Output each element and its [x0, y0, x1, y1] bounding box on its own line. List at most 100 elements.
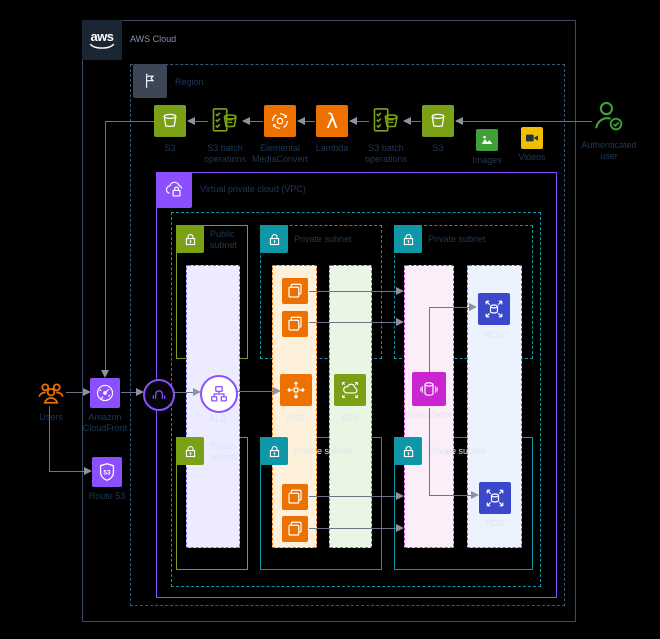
- efs-label: EFS: [341, 413, 359, 423]
- arrowhead-into-alb: [193, 388, 201, 396]
- arrowhead-into-igw: [136, 388, 144, 396]
- connector-cloudfront-igw: [121, 392, 140, 393]
- arrowhead-into-route53: [84, 467, 92, 475]
- private-subnet-2-top-lock-icon: [394, 225, 422, 253]
- elasticache-icon: [412, 372, 446, 406]
- private-subnet-2-bottom-label: Private subnet: [428, 446, 486, 456]
- asg-label: ASG: [286, 413, 306, 423]
- lambda-glyph: λ: [326, 109, 338, 133]
- aws-cloud-label: AWS Cloud: [130, 34, 177, 44]
- private-subnet-1-top-box: [260, 225, 382, 359]
- connector-batchin-lambda: [350, 121, 369, 122]
- s3-bucket-output-icon: [154, 105, 186, 137]
- s3-batch-output-label: S3 batch operations: [203, 143, 247, 164]
- arrowhead-cache-bottom-2: [396, 524, 404, 532]
- asg-icon: [280, 374, 312, 406]
- connector-igw-alb: [173, 392, 197, 393]
- cloudfront-label: Amazon CloudFront: [82, 412, 128, 433]
- arrowhead-into-lambda: [349, 117, 357, 125]
- arrowhead-into-batch-out: [242, 117, 250, 125]
- connector-users-cloudfront: [66, 392, 87, 393]
- images-icon: [476, 129, 498, 151]
- connector-elasticache-rds-bottom-v: [429, 408, 430, 496]
- arrowhead-into-s3-out: [187, 117, 195, 125]
- arrowhead-cache-bottom-1: [396, 492, 404, 500]
- private-subnet-2-bottom-lock-icon: [394, 437, 422, 465]
- mediaconvert-label: Elemental MediaConvert: [251, 143, 309, 164]
- region-group: [130, 64, 565, 606]
- s3-output-label: S3: [164, 143, 176, 153]
- private-subnet-1-bottom-label: Private subnet: [294, 446, 352, 456]
- videos-label: Videos: [518, 152, 546, 162]
- arrowhead-into-mediaconvert: [297, 117, 305, 125]
- s3-batch-operations-input-icon: [370, 105, 402, 137]
- connector-user-s3in: [456, 121, 592, 122]
- route53-icon: 53: [92, 457, 122, 487]
- arrowhead-into-batch-in: [403, 117, 411, 125]
- private-subnet-2-top-box: [394, 225, 533, 359]
- connector-batchout-s3: [188, 121, 208, 122]
- rds-standby-icon: [479, 482, 511, 514]
- s3-batch-operations-output-icon: [209, 105, 241, 137]
- mediaconvert-icon: [264, 105, 296, 137]
- arrowhead-into-cloudfront: [101, 370, 109, 378]
- alb-icon: [200, 375, 238, 413]
- connector-s3-to-cloudfront-h: [105, 121, 154, 122]
- lambda-icon: λ: [316, 105, 348, 137]
- public-subnet-bottom-label: Public subnet: [210, 441, 238, 462]
- public-subnet-bottom-lock-icon: [176, 437, 204, 465]
- rds-primary-icon: [478, 293, 510, 325]
- private-subnet-2-bottom-box: [394, 437, 533, 570]
- vpc-icon: [156, 172, 192, 208]
- aws-cloud-group: [82, 20, 576, 622]
- connector-ec2-elasticache-bottom-2: [309, 528, 401, 529]
- private-subnet-1-top-label: Private subnet: [294, 234, 352, 244]
- users-icon: [36, 380, 66, 412]
- arrowhead-into-rds-bottom: [471, 491, 479, 499]
- connector-ec2-elasticache-top-1: [309, 291, 401, 292]
- connector-mc-batchout: [243, 121, 263, 122]
- arrowhead-cache-top-2: [396, 318, 404, 326]
- images-label: Images: [472, 155, 502, 165]
- arrowhead-into-asg: [273, 387, 281, 395]
- vpc-label: Virtual private cloud (VPC): [200, 184, 306, 194]
- ec2-instance-icon: [282, 484, 308, 510]
- authenticated-user-icon: [592, 98, 624, 139]
- private-subnet-2-top-label: Private subnet: [428, 234, 486, 244]
- s3-bucket-input-icon: [422, 105, 454, 137]
- s3-input-label: S3: [432, 143, 444, 153]
- ec2-instance-icon: [282, 311, 308, 337]
- public-subnet-top-label: Public subnet: [210, 229, 238, 250]
- connector-s3-to-cloudfront-v: [105, 121, 106, 373]
- private-subnet-1-bottom-lock-icon: [260, 437, 288, 465]
- aws-logo-text: aws: [90, 29, 114, 44]
- svg-text:53: 53: [103, 470, 111, 477]
- region-label: Region: [175, 77, 204, 87]
- connector-users-route53-h: [49, 471, 87, 472]
- public-subnet-top-lock-icon: [176, 225, 204, 253]
- authenticated-user-label: Authenticated user: [581, 140, 637, 161]
- connector-elasticache-rds-top-h: [429, 307, 472, 308]
- videos-icon: [521, 127, 543, 149]
- ec2-instance-icon: [282, 278, 308, 304]
- connector-lambda-mc: [298, 121, 315, 122]
- private-subnet-1-top-lock-icon: [260, 225, 288, 253]
- cloudfront-icon: [90, 378, 120, 408]
- private-subnet-1-bottom-box: [260, 437, 382, 570]
- region-flag-icon: [133, 64, 167, 98]
- route53-label: Route 53: [88, 491, 126, 501]
- connector-users-route53-v: [49, 406, 50, 472]
- connector-elasticache-rds-top-v: [429, 307, 430, 372]
- connector-ec2-elasticache-bottom-1: [309, 496, 401, 497]
- rds-primary-label: RDS: [484, 330, 504, 340]
- efs-span-column: [329, 265, 372, 548]
- connector-ec2-elasticache-top-2: [309, 322, 401, 323]
- s3-batch-input-label: S3 batch operations: [364, 143, 408, 164]
- arrowhead-into-rds-top: [469, 303, 477, 311]
- internet-gateway-icon: [143, 379, 175, 411]
- alb-label: ALB: [209, 414, 227, 424]
- rds-standby-label: RDS: [485, 518, 505, 528]
- aws-smile-icon: [89, 43, 115, 49]
- efs-icon: [334, 374, 366, 406]
